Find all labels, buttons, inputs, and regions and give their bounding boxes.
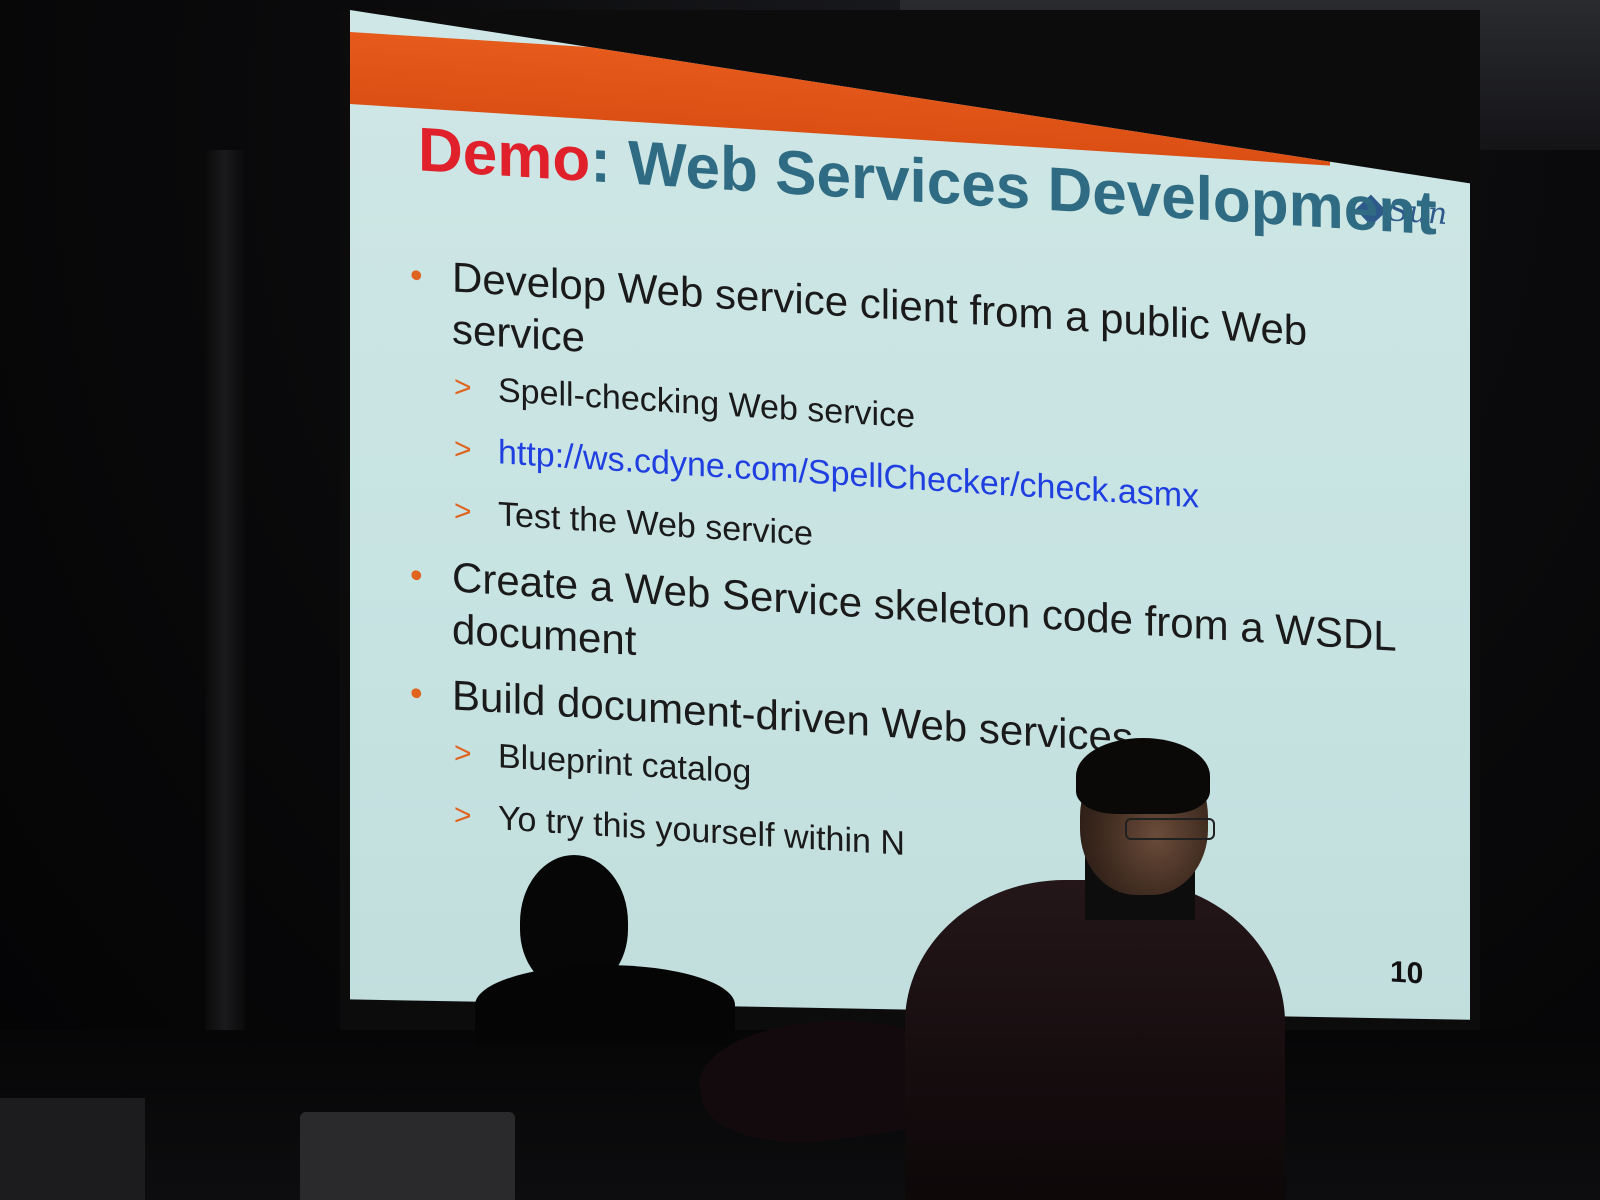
bullet-dot-icon: • xyxy=(410,253,423,296)
chevron-right-icon: > xyxy=(454,736,472,771)
projected-slide: Sun Demo: Web Services Development • Dev… xyxy=(350,10,1470,1020)
bullet-text: Develop Web service client from a public… xyxy=(452,253,1308,361)
curtain xyxy=(205,150,245,1080)
chevron-right-icon: > xyxy=(454,798,472,833)
presenter-glasses xyxy=(1125,818,1215,840)
sub-bullet-text: Blueprint catalog xyxy=(498,737,752,792)
sub-bullet-text: Test the Web service xyxy=(498,495,813,554)
presenter-body xyxy=(905,880,1285,1200)
audience-member-shoulders xyxy=(475,965,735,1045)
slide-content: Sun Demo: Web Services Development • Dev… xyxy=(350,10,1470,1020)
presenter-hair xyxy=(1076,738,1210,814)
laptop xyxy=(0,1098,145,1200)
chevron-right-icon: > xyxy=(454,494,472,529)
bullet-dot-icon: • xyxy=(410,671,423,714)
sub-bullet-text: Yo try this yourself within N xyxy=(498,799,905,863)
chevron-right-icon: > xyxy=(454,370,472,405)
bullet-list: • Develop Web service client from a publ… xyxy=(410,249,1410,916)
chevron-right-icon: > xyxy=(454,432,472,467)
slide-page-number: 10 xyxy=(1390,955,1424,991)
slide-title-highlight: Demo xyxy=(418,115,591,196)
bullet-dot-icon: • xyxy=(410,553,423,596)
sub-bullet-text: Spell-checking Web service xyxy=(498,371,915,436)
laptop xyxy=(300,1112,515,1200)
